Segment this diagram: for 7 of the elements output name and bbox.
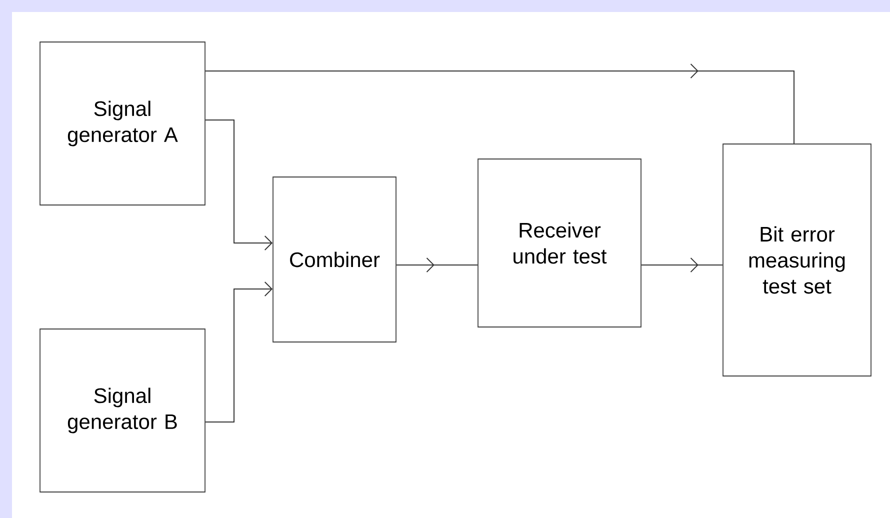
process-box: Signal generator A [40,42,206,206]
arrow [204,120,273,250]
process-box: Combiner [272,176,396,342]
arrow [204,282,273,422]
process-box: Signal generator B [40,328,206,492]
process-box: Receiver under test [478,158,642,328]
process-box: Bit error measuring test set [722,144,872,376]
